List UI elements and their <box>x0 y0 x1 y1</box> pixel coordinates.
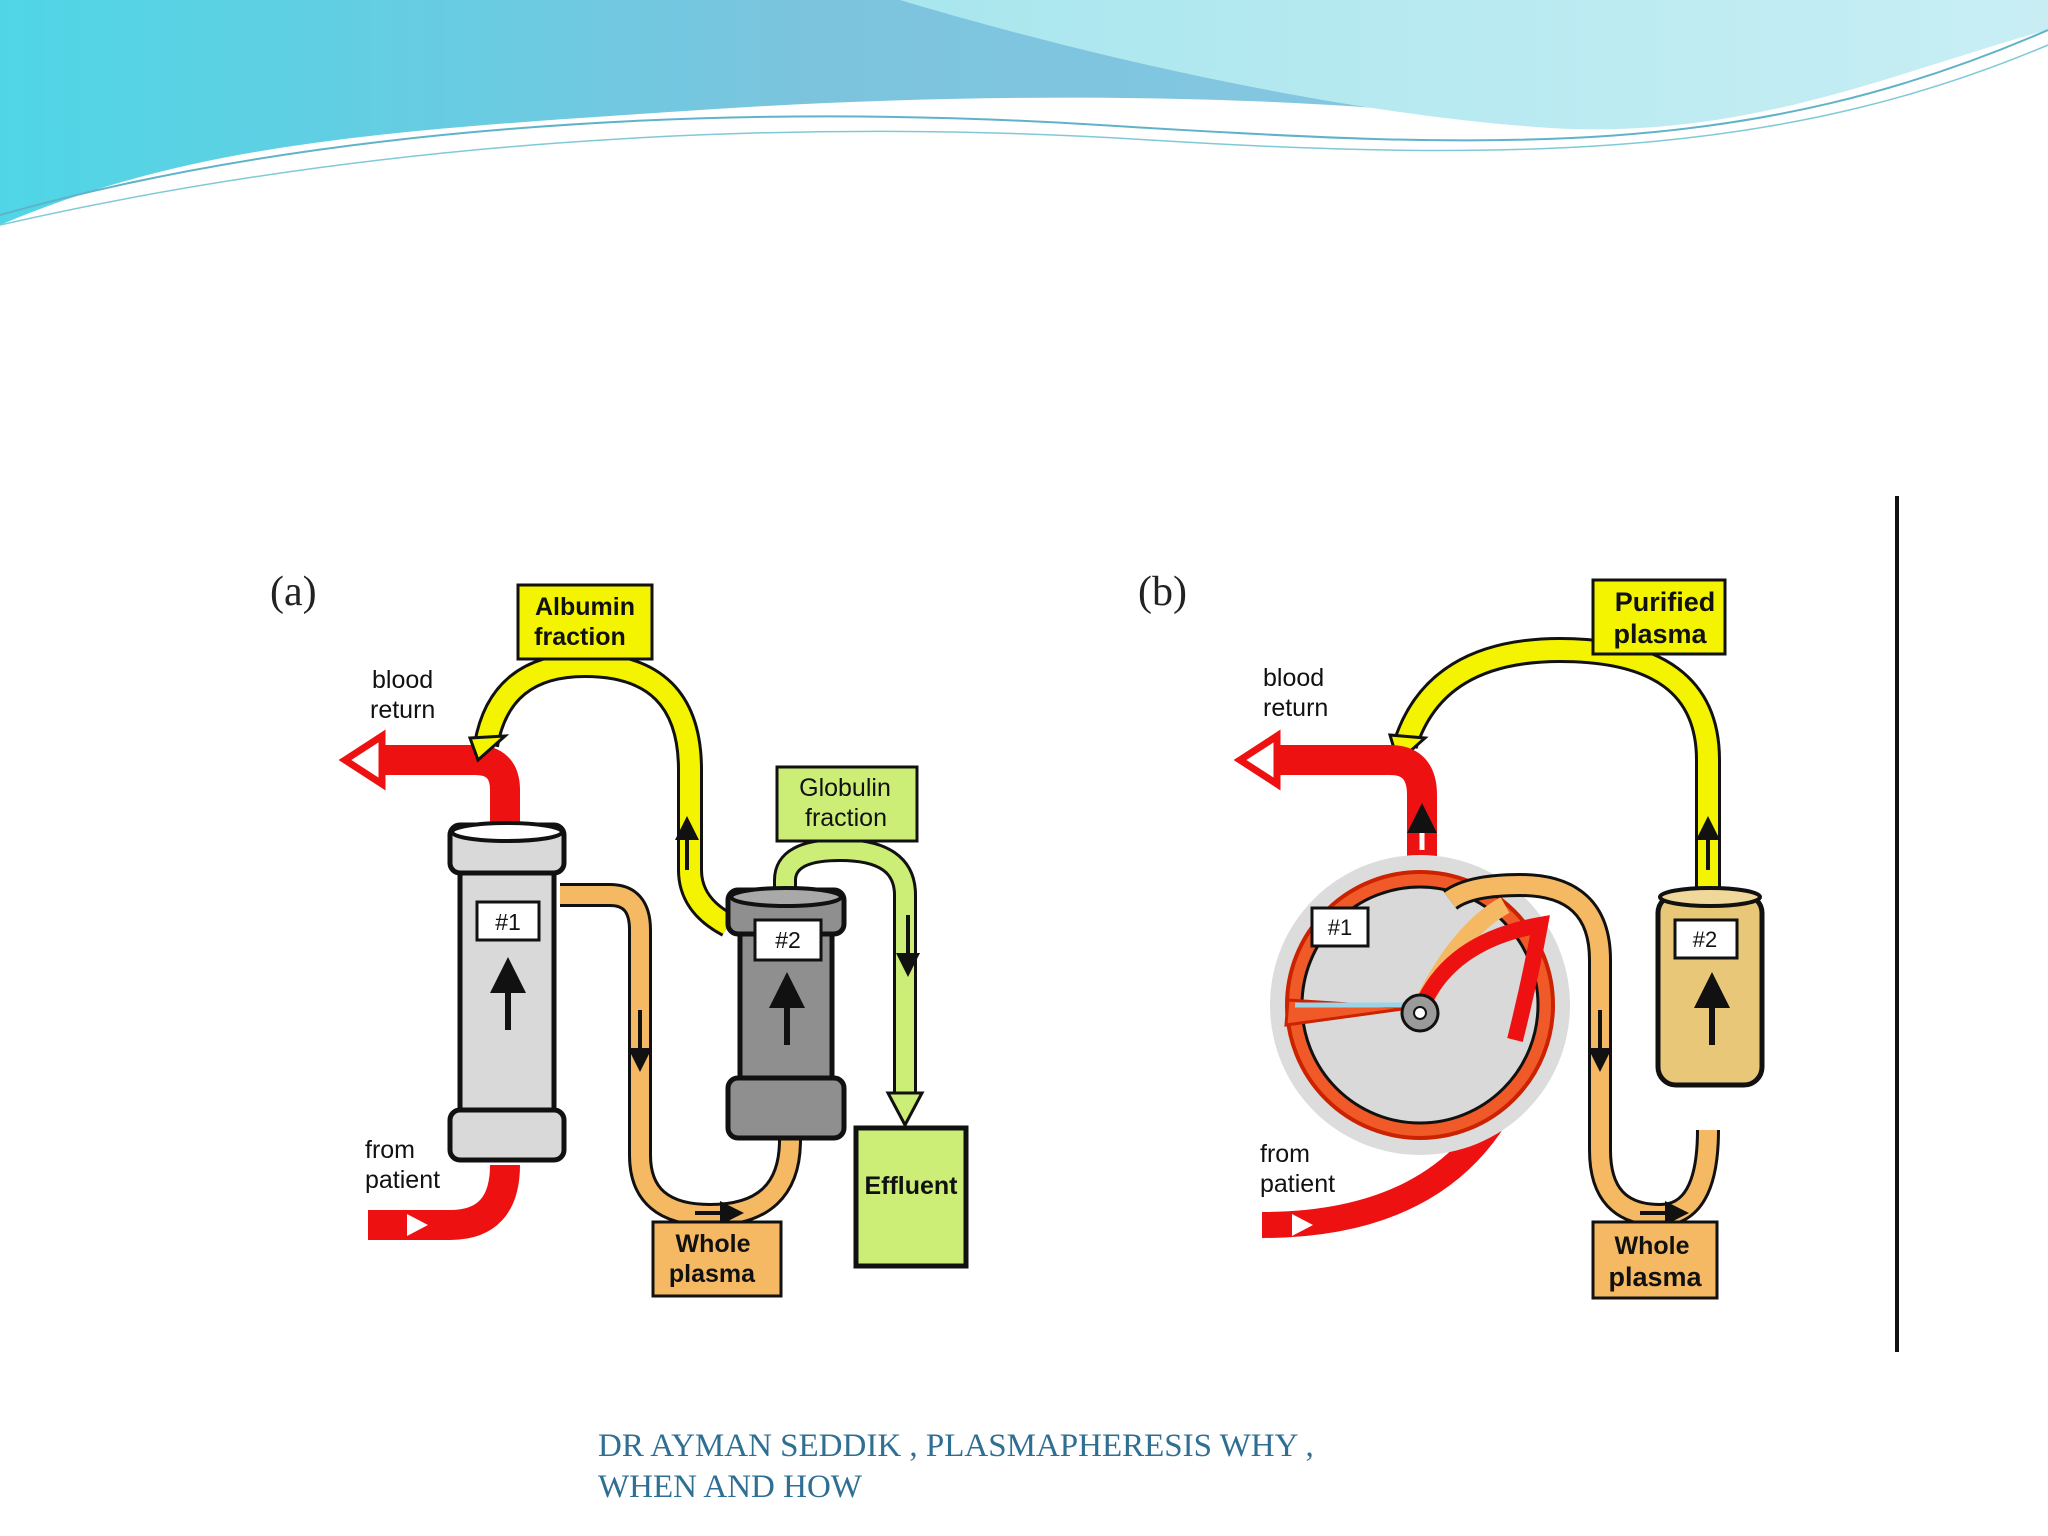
globulin-tube-fill-a <box>776 840 914 1095</box>
albumin-label-line1: Albumin <box>535 593 635 621</box>
albumin-label-box <box>516 583 654 661</box>
centrifuge-label-b: #1 <box>1328 915 1352 940</box>
blood-inlet-arrow-a <box>407 1214 428 1236</box>
globulin-label-line2: fraction <box>805 804 887 832</box>
slide-footer: DR AYMAN SEDDIK , PLASMAPHERESIS WHY , W… <box>598 1426 1498 1508</box>
blood-return-tube-b <box>1270 745 1437 868</box>
filter-1-a: #1 <box>447 821 567 1163</box>
whole-plasma-box-b <box>1591 1220 1719 1300</box>
wave-line-2 <box>0 44 2048 226</box>
albumin-arrowhead-a <box>467 734 510 763</box>
filter-2-a: #2 <box>725 886 847 1141</box>
globulin-label-line1: Globulin <box>799 774 891 802</box>
from-patient-line2-b: patient <box>1260 1170 1335 1198</box>
albumin-tube-fill-a <box>476 654 733 934</box>
blood-return-tube-a <box>375 745 520 830</box>
footer-line-2: WHEN AND HOW <box>598 1469 862 1505</box>
header-wave-banner <box>0 0 2048 226</box>
whole-plasma-box-a <box>651 1220 783 1298</box>
filter-2-label-a: #2 <box>775 927 801 953</box>
globulin-arrowhead-a <box>885 1091 925 1129</box>
whole-plasma-line2-b: plasma <box>1608 1262 1702 1292</box>
wave-shape-light <box>900 0 2048 130</box>
blood-inlet-tube-a <box>368 1164 520 1240</box>
globulin-label-box <box>775 765 919 843</box>
whole-plasma-line2-a: plasma <box>669 1260 756 1288</box>
whole-plasma-line1-a: Whole <box>676 1230 751 1258</box>
panel-b-tag: (b) <box>1138 569 1187 615</box>
effluent-label: Effluent <box>864 1172 958 1200</box>
blood-inlet-arrow-b <box>1292 1214 1313 1236</box>
purified-tube-fill-b <box>1395 639 1718 890</box>
whole-plasma-tube-fill-a <box>560 886 799 1225</box>
footer-line-1: DR AYMAN SEDDIK , PLASMAPHERESIS WHY , <box>598 1428 1314 1464</box>
panel-a-tag: (a) <box>270 569 317 615</box>
purified-label-box <box>1591 578 1727 656</box>
whole-plasma-line1-b: Whole <box>1615 1232 1690 1260</box>
effluent-box <box>853 1125 969 1269</box>
filter-1-label-a: #1 <box>495 909 521 935</box>
blood-return-arrowhead-b <box>1233 729 1281 791</box>
blood-return-line2-a: return <box>370 696 435 724</box>
wave-line-1 <box>0 29 2048 216</box>
albumin-label-line2: fraction <box>534 623 626 651</box>
purified-label-line1: Purified <box>1615 587 1716 617</box>
filter-2-label-b: #2 <box>1693 927 1717 952</box>
blood-return-arrowhead-a <box>338 729 386 791</box>
from-patient-line2-a: patient <box>365 1166 440 1194</box>
filter-2-b: #2 <box>1655 886 1765 1088</box>
blood-return-line1-a: blood <box>372 666 433 694</box>
purified-label-line2: plasma <box>1613 619 1707 649</box>
from-patient-line1-a: from <box>365 1136 415 1164</box>
centrifuge-1-b: #1 <box>1270 855 1570 1155</box>
blood-return-line1-b: blood <box>1263 664 1324 692</box>
blood-return-line2-b: return <box>1263 694 1328 722</box>
from-patient-line1-b: from <box>1260 1140 1310 1168</box>
